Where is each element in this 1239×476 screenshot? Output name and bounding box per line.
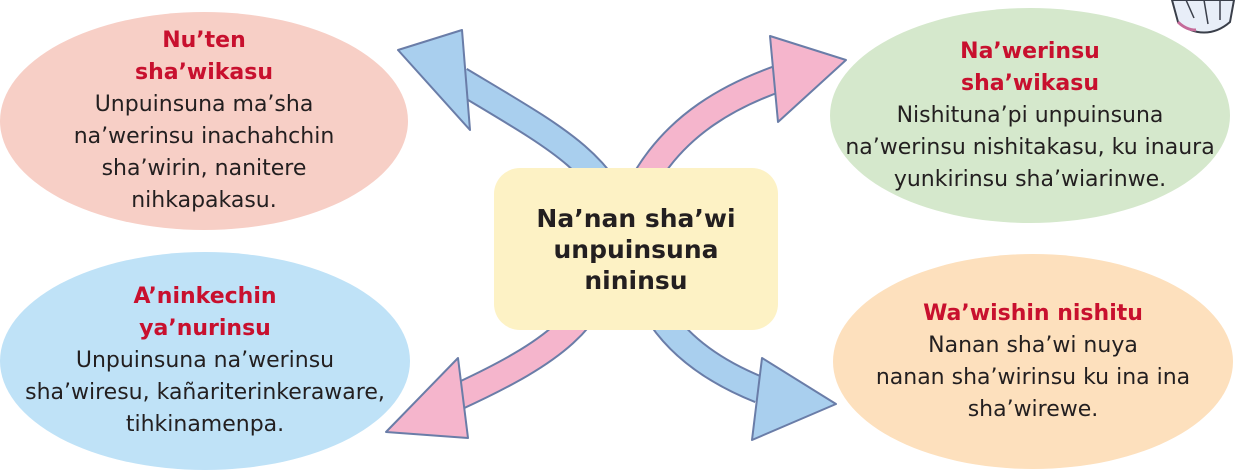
bubble-bottom-right: Wa’wishin nishitu Nanan sha’wi nuya nana…: [833, 254, 1233, 469]
bubble-top-left-body-line-2: na’werinsu inachahchin: [73, 124, 335, 149]
bubble-top-right-title-line-1: Na’werinsu: [960, 38, 1100, 64]
pink-arrowhead-top-right: [769, 35, 847, 123]
bubble-top-left: Nu’ten sha’wikasu Unpuinsuna ma’sha na’w…: [0, 12, 408, 230]
center-topic-title: Na’nan sha’wi unpuinsuna nininsu: [536, 203, 735, 296]
bubble-top-right-body-line-3: yunkirinsu sha’wiarinwe.: [893, 166, 1167, 192]
bubble-top-right-body-line-1: Nishituna’pi unpuinsuna: [896, 102, 1164, 128]
bubble-top-right-title-line-2: sha’wikasu: [960, 70, 1100, 96]
bubble-bottom-left-body-line-2: sha’wiresu, kañariterinkeraware,: [25, 380, 385, 405]
bubble-top-right: Na’werinsu sha’wikasu Nishituna’pi unpui…: [830, 8, 1230, 223]
bubble-bottom-right-title-line-1: Wa’wishin nishitu: [923, 300, 1143, 326]
blue-arrowhead-bottom-right: [751, 357, 837, 441]
book-corner-illustration: [1170, 0, 1236, 34]
bubble-bottom-left-body-line-3: tihkinamenpa.: [125, 412, 285, 437]
bubble-bottom-right-body-line-1: Nanan sha’wi nuya: [928, 332, 1138, 358]
bubble-top-left-title-line-2: sha’wikasu: [134, 60, 274, 85]
pink-arrowhead-bottom-left: [385, 357, 469, 439]
center-topic-line-1: Na’nan sha’wi: [536, 203, 736, 233]
bubble-top-left-body-line-1: Unpuinsuna ma’sha: [94, 92, 314, 117]
bubble-top-left-body-line-4: nihkapakasu.: [131, 188, 277, 213]
bubble-bottom-left-body-line-1: Unpuinsuna na’werinsu: [75, 348, 335, 373]
bubble-top-left-body-line-3: sha’wirin, nanitere: [101, 156, 307, 181]
bubble-bottom-right-body-line-3: sha’wirewe.: [967, 396, 1099, 422]
bubble-top-left-title-line-1: Nu’ten: [162, 28, 246, 53]
bubble-bottom-left: A’ninkechin ya’nurinsu Unpuinsuna na’wer…: [0, 252, 410, 470]
bubble-bottom-right-body-line-2: nanan sha’wirinsu ku ina ina: [875, 364, 1191, 390]
center-topic-box: Na’nan sha’wi unpuinsuna nininsu: [494, 168, 778, 330]
bubble-top-right-body-line-2: na’werinsu nishitakasu, ku inaura: [845, 134, 1215, 160]
center-topic-line-2: unpuinsuna: [553, 234, 719, 264]
bubble-bottom-left-title-line-1: A’ninkechin: [133, 284, 277, 309]
center-topic-line-3: nininsu: [584, 265, 688, 295]
blue-arrowhead-top-left: [397, 29, 471, 131]
bubble-bottom-left-title-line-2: ya’nurinsu: [139, 316, 271, 341]
